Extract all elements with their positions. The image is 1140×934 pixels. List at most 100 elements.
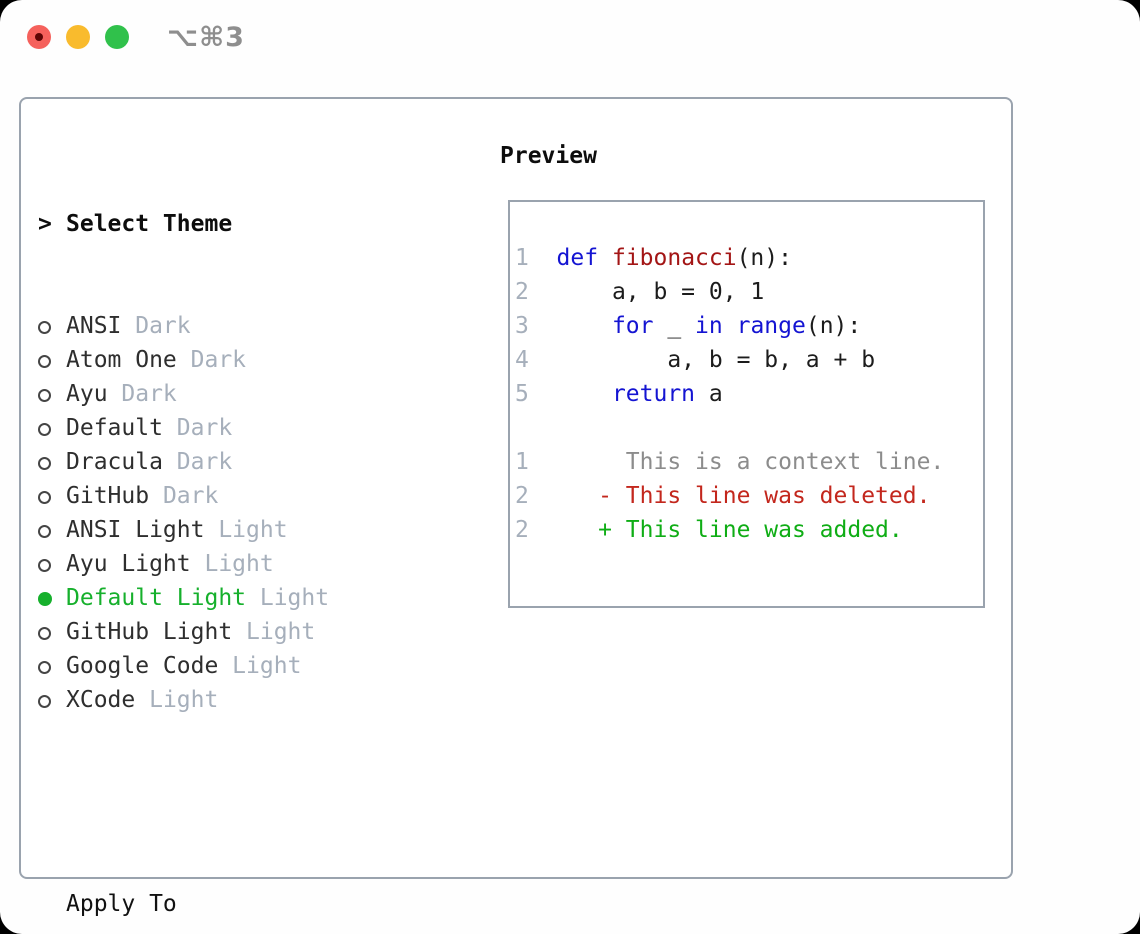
code-line: 2 a, b = 0, 1	[515, 275, 983, 309]
code-line: 4 a, b = b, a + b	[515, 343, 983, 377]
option-label: Default Light	[66, 585, 247, 611]
radio-unselected-icon	[38, 457, 51, 470]
radio-cell	[38, 411, 66, 445]
theme-option-dracula[interactable]: Dracula Dark	[38, 445, 490, 479]
code-token: a, b = 0, 1	[611, 279, 765, 305]
indent	[557, 381, 612, 407]
radio-unselected-icon	[38, 695, 51, 708]
option-label: Default	[66, 415, 163, 441]
radio-unselected-icon	[38, 321, 51, 334]
code-token	[723, 313, 737, 339]
theme-option-ayu[interactable]: Ayu Dark	[38, 377, 490, 411]
code-token: a, b = b, a + b	[667, 347, 876, 373]
option-label: Google Code	[66, 653, 219, 679]
option-variant-label: Light	[246, 585, 330, 611]
radio-cell	[38, 445, 66, 479]
code-token: This is a context line.	[625, 449, 945, 475]
indent	[557, 517, 599, 543]
radio-cell	[38, 479, 66, 513]
radio-cell	[38, 343, 66, 377]
radio-unselected-icon	[38, 389, 51, 402]
theme-option-atom-one[interactable]: Atom One Dark	[38, 343, 490, 377]
code-line: 2 + This line was added.	[515, 513, 983, 547]
line-number: 1	[515, 245, 557, 271]
option-variant-label: Light	[190, 551, 274, 577]
theme-option-github-light[interactable]: GitHub Light Light	[38, 615, 490, 649]
code-token: return	[611, 381, 696, 407]
line-number: 3	[515, 313, 557, 339]
code-token: range	[736, 313, 806, 339]
radio-cell	[38, 615, 66, 649]
apply-to-title: Apply To	[66, 891, 177, 917]
radio-unselected-icon	[38, 627, 51, 640]
radio-unselected-icon	[38, 661, 51, 674]
code-line: 2 - This line was deleted.	[515, 479, 983, 513]
radio-selected-icon	[38, 592, 52, 606]
code-token: (n):	[805, 313, 862, 339]
line-number: 4	[515, 347, 557, 373]
option-variant-label: Light	[232, 619, 316, 645]
code-line: 3 for _ in range(n):	[515, 309, 983, 343]
option-label: Atom One	[66, 347, 177, 373]
option-variant-label: Dark	[176, 347, 247, 373]
line-number: 2	[515, 517, 557, 543]
radio-unselected-icon	[38, 525, 51, 538]
radio-cell	[38, 309, 66, 343]
option-variant-label: Light	[218, 653, 302, 679]
indent	[557, 347, 668, 373]
theme-option-xcode[interactable]: XCode Light	[38, 683, 490, 717]
code-token: _	[653, 313, 696, 339]
line-number: 2	[515, 483, 557, 509]
line-number	[515, 415, 557, 441]
radio-cell	[38, 377, 66, 411]
radio-unselected-icon	[38, 355, 51, 368]
radio-unselected-icon	[38, 491, 51, 504]
preview-header: Preview	[500, 139, 597, 173]
radio-cell	[38, 513, 66, 547]
theme-option-ayu-light[interactable]: Ayu Light Light	[38, 547, 490, 581]
option-variant-label: Dark	[162, 415, 233, 441]
close-dot-icon	[35, 33, 43, 41]
theme-option-ansi-light[interactable]: ANSI Light Light	[38, 513, 490, 547]
focus-caret-icon: >	[38, 211, 52, 237]
code-line: 5 return a	[515, 377, 983, 411]
option-variant-label: Dark	[107, 381, 177, 407]
code-token: fibonacci	[611, 245, 737, 271]
option-label: GitHub	[66, 483, 150, 509]
theme-option-default-light[interactable]: Default Light Light	[38, 581, 490, 615]
option-variant-label: Light	[135, 687, 219, 713]
code-token: def	[556, 245, 599, 271]
theme-option-ansi[interactable]: ANSI Dark	[38, 309, 490, 343]
radio-cell	[38, 581, 66, 615]
code-token: for	[611, 313, 654, 339]
code-line: 1 def fibonacci(n):	[515, 241, 983, 275]
option-label: ANSI	[66, 313, 122, 339]
option-variant-label: Dark	[121, 313, 191, 339]
theme-option-default[interactable]: Default Dark	[38, 411, 490, 445]
option-label: GitHub Light	[66, 619, 233, 645]
code-token: a	[695, 381, 723, 407]
radio-unselected-icon	[38, 423, 51, 436]
option-variant-label: Dark	[162, 449, 233, 475]
select-theme-title: Select Theme	[66, 211, 233, 237]
theme-option-github[interactable]: GitHub Dark	[38, 479, 490, 513]
indent	[557, 279, 612, 305]
option-variant-label: Light	[204, 517, 288, 543]
close-button[interactable]	[27, 25, 51, 49]
option-label: XCode	[66, 687, 136, 713]
radio-cell	[38, 649, 66, 683]
code-token: (n):	[736, 245, 792, 271]
minimize-button[interactable]	[66, 25, 90, 49]
option-label: Ayu Light	[66, 551, 191, 577]
zoom-button[interactable]	[105, 25, 129, 49]
radio-cell	[38, 683, 66, 717]
code-token: - This line was deleted.	[598, 483, 931, 509]
theme-option-google-code[interactable]: Google Code Light	[38, 649, 490, 683]
option-label: ANSI Light	[66, 517, 205, 543]
select-theme-header: > Select Theme	[38, 207, 490, 241]
option-label: Dracula	[66, 449, 163, 475]
